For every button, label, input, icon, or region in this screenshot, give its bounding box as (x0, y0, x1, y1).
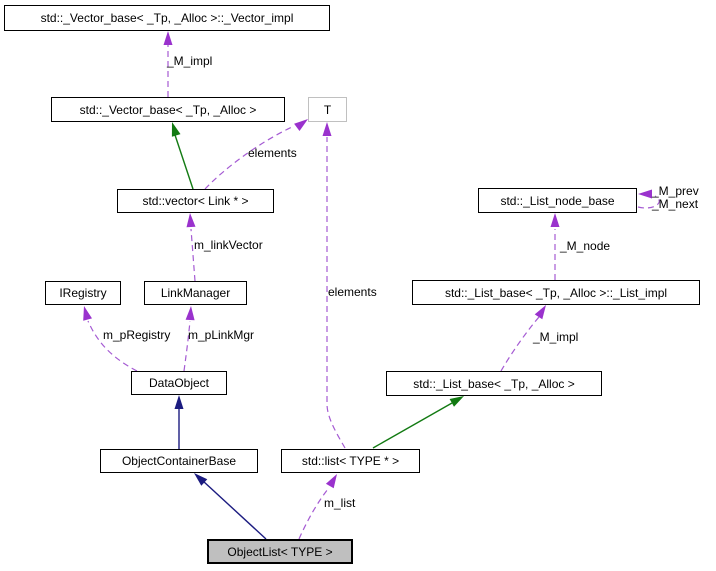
edge-label-m-impl-right: _M_impl (533, 330, 579, 344)
edge-usage-m-linkvector (186, 213, 196, 282)
edge-usage-m-plinkmgr (183, 306, 195, 372)
edge-label-m-list: m_list (324, 496, 356, 510)
node-vector-base[interactable]: std::_Vector_base< _Tp, _Alloc > (51, 97, 285, 122)
node-template-param-t: T (308, 97, 347, 122)
node-list-node-base[interactable]: std::_List_node_base (478, 188, 637, 213)
node-linkmanager[interactable]: LinkManager (144, 281, 247, 305)
edge-inheritance-objectlist-to-ocb (194, 473, 267, 540)
edge-label-elements-right: elements (328, 285, 377, 299)
edge-label-m-pregistry: m_pRegistry (103, 328, 171, 342)
edge-label-m-prev: _M_prev (652, 184, 699, 198)
edge-label-m-linkvector: m_linkVector (194, 238, 263, 252)
edge-label-m-impl-top: _M_impl (167, 54, 213, 68)
edge-usage-m-impl-right (500, 305, 546, 372)
edge-label-m-node: _M_node (560, 239, 611, 253)
edge-usage-m-pregistry (83, 306, 138, 372)
edge-label-elements-top: elements (248, 146, 297, 160)
node-std-list-type[interactable]: std::list< TYPE * > (281, 449, 420, 473)
edge-label-m-plinkmgr: m_pLinkMgr (188, 328, 255, 342)
edge-inheritance-vector-to-vectorbase (171, 122, 194, 190)
node-list-impl[interactable]: std::_List_base< _Tp, _Alloc >::_List_im… (412, 280, 700, 305)
edge-usage-elements-list-to-t (322, 122, 346, 449)
edge-inheritance-ocb-to-dataobject (174, 395, 184, 449)
edge-usage-m-list (298, 474, 337, 540)
node-std-vector-link[interactable]: std::vector< Link * > (117, 189, 274, 213)
edge-usage-m-node (550, 213, 560, 280)
edge-inheritance-list-to-listbase (372, 396, 464, 449)
node-list-base[interactable]: std::_List_base< _Tp, _Alloc > (386, 371, 602, 396)
node-vector-impl[interactable]: std::_Vector_base< _Tp, _Alloc >::_Vecto… (4, 5, 330, 31)
node-iregistry[interactable]: IRegistry (45, 281, 121, 305)
edge-label-m-next: _M_next (652, 197, 699, 211)
node-objectlist-current: ObjectList< TYPE > (207, 539, 353, 564)
edge-usage-elements-vector-to-t (204, 119, 308, 190)
edge-usage-m-impl-top (163, 31, 173, 97)
node-dataobject[interactable]: DataObject (131, 371, 227, 395)
node-objectcontainerbase[interactable]: ObjectContainerBase (100, 449, 258, 473)
edge-usage-self-loop-listnodebase (637, 189, 660, 209)
